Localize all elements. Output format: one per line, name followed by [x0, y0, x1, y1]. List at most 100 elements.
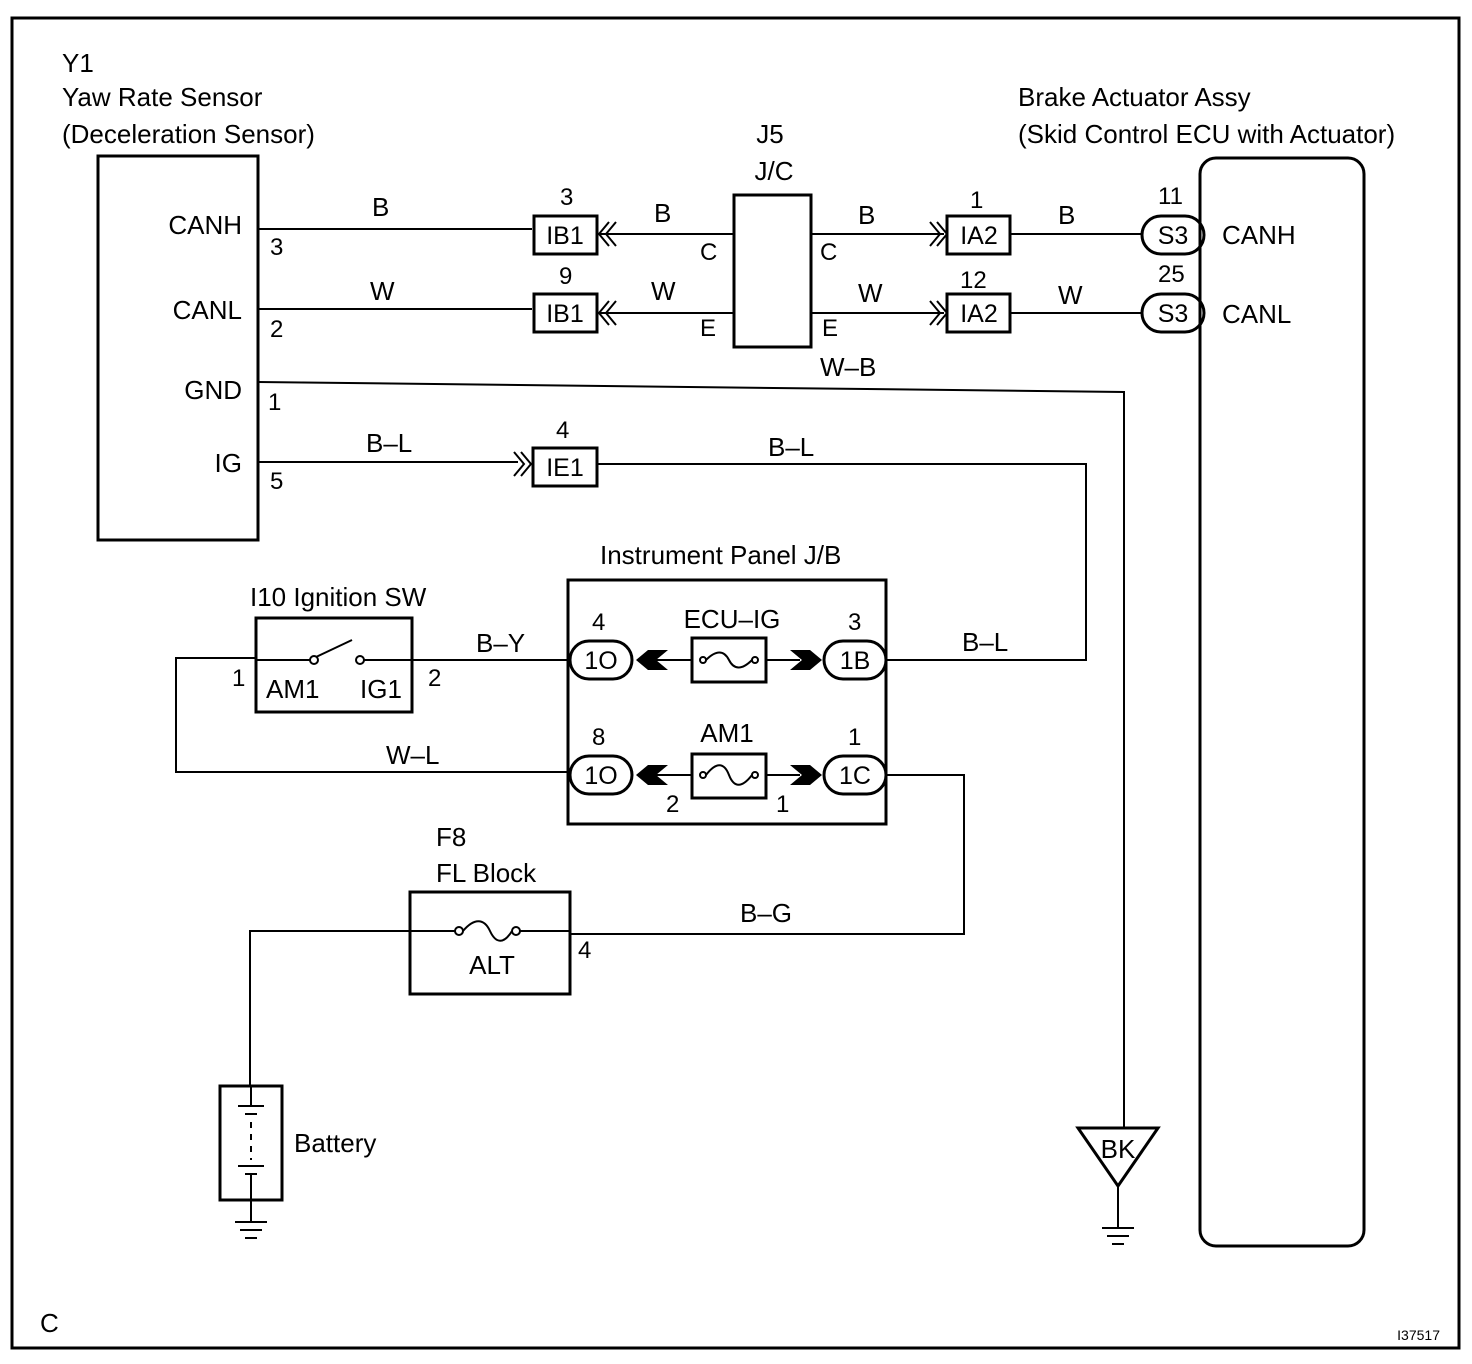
- ig-color-3: B–L: [962, 627, 1008, 657]
- ib1-top-connector: [532, 214, 599, 256]
- fusible-link-icon: [705, 764, 753, 786]
- diagram-frame: [10, 16, 1461, 1350]
- canh-color-1: B: [372, 192, 389, 222]
- jb-female-terminal-icon: [636, 765, 668, 785]
- actuator-term-canh: CANH: [1222, 220, 1296, 250]
- yaw-sensor-code: Y1: [62, 48, 94, 78]
- ig-color-1: B–L: [366, 428, 412, 458]
- wl-color: W–L: [386, 740, 439, 770]
- jb-female-terminal-icon: [636, 650, 668, 670]
- jb-conn-1o-bottom-label: 1O: [584, 762, 617, 790]
- ie1-label: IE1: [546, 454, 584, 482]
- canl-color-4: W: [1058, 280, 1083, 310]
- ground-point-label: BK: [1101, 1134, 1136, 1164]
- ignition-switch: I10 Ignition SW AM1 IG1 1 2 B–Y W–L: [175, 582, 570, 773]
- fusible-link-icon: [462, 920, 513, 942]
- figure-id: I37517: [1397, 1327, 1440, 1343]
- ia2-bottom-pin: 12: [960, 267, 987, 294]
- junction-name: J/C: [755, 156, 794, 186]
- s3-canl-connector: [1140, 292, 1206, 334]
- ignition-term-am1: AM1: [266, 674, 319, 704]
- canh-color-4: B: [1058, 200, 1075, 230]
- canh-color-2: B: [654, 198, 671, 228]
- instrument-panel-jb: Instrument Panel J/B 1O 4 ECU–IG 1B 3 1O…: [566, 540, 888, 826]
- by-color: B–Y: [476, 628, 525, 658]
- alt-fuse-contact-left: [454, 926, 464, 936]
- am1-inner-pin-right: 1: [776, 791, 789, 818]
- ie1-arrow-icon: [513, 451, 533, 477]
- ig-color-2: B–L: [768, 432, 814, 462]
- ib1-bottom-pin: 9: [559, 263, 572, 290]
- jb-conn-1c-pin: 1: [848, 724, 861, 751]
- ecu-ig-fuse-label: ECU–IG: [684, 604, 781, 634]
- yaw-term-ig: IG: [215, 448, 242, 478]
- fl-block-name: FL Block: [436, 858, 537, 888]
- jb-conn-1c-label: 1C: [839, 762, 871, 790]
- gnd-color: W–B: [820, 352, 876, 382]
- fl-block: F8 FL Block ALT 4: [249, 822, 591, 1086]
- actuator-name: Brake Actuator Assy: [1018, 82, 1251, 112]
- alt-fuse-contact-right: [511, 926, 521, 936]
- yaw-pin-gnd: 1: [268, 389, 281, 416]
- ignition-switch-blade: [315, 639, 353, 658]
- junction-left-pin-c: C: [700, 239, 717, 266]
- jb-conn-1b-label: 1B: [840, 647, 871, 675]
- battery-feed-wire: [249, 930, 410, 1086]
- ib1-bottom-label: IB1: [546, 300, 584, 328]
- yaw-sensor-body: [96, 154, 260, 542]
- jb-conn-1o-top: [568, 639, 634, 681]
- ignition-term-ig1: IG1: [360, 674, 402, 704]
- ignition-switch-body: [254, 616, 414, 714]
- canl-color-2: W: [651, 276, 676, 306]
- ecu-ig-fuse-contact-right: [751, 656, 759, 664]
- s3-canl-pin: 25: [1158, 261, 1185, 288]
- ie1-connector: [531, 446, 599, 488]
- bg-wire: [570, 774, 965, 935]
- yaw-sensor-subname: (Deceleration Sensor): [62, 119, 315, 149]
- brake-actuator: Brake Actuator Assy (Skid Control ECU wi…: [1018, 82, 1395, 1248]
- am1-fuse-label: AM1: [700, 718, 753, 748]
- am1-fuse-contact-right: [751, 771, 759, 779]
- ib1-top-label: IB1: [546, 222, 584, 250]
- bg-circuit: B–G: [570, 774, 965, 935]
- yaw-rate-sensor: Y1 Yaw Rate Sensor (Deceleration Sensor)…: [62, 48, 315, 542]
- jb-conn-1o-bottom: [568, 754, 634, 796]
- jb-conn-1b-pin: 3: [848, 609, 861, 636]
- fuse-icon: [705, 651, 753, 669]
- jb-conn-1o-top-label: 1O: [584, 647, 617, 675]
- battery-label: Battery: [294, 1128, 376, 1158]
- yaw-pin-ig: 5: [270, 468, 283, 495]
- actuator-term-canl: CANL: [1222, 299, 1291, 329]
- junction-code: J5: [756, 119, 783, 149]
- ecu-ig-fuse-contact-left: [699, 656, 707, 664]
- ie1-pin: 4: [556, 417, 569, 444]
- actuator-subname: (Skid Control ECU with Actuator): [1018, 119, 1395, 149]
- fl-block-pin: 4: [578, 937, 591, 964]
- junction-right-pin-e: E: [822, 315, 838, 342]
- canl-circuit: W IB1 9 W W IA2 12 W: [258, 263, 1142, 334]
- panel-jb-body: [566, 578, 888, 826]
- s3-canh-pin: 11: [1158, 183, 1183, 210]
- ib1-bottom-connector: [532, 292, 599, 334]
- fl-block-code: F8: [436, 822, 466, 852]
- am1-inner-pin-left: 2: [666, 791, 679, 818]
- s3-canh-label: S3: [1158, 222, 1189, 250]
- am1-fuse-contact-left: [699, 771, 707, 779]
- ignition-switch-contact-left: [309, 655, 319, 665]
- figure-letter: C: [40, 1308, 59, 1338]
- junction-connector-j5: J5 J/C C E C E: [700, 119, 838, 349]
- ignition-switch-contact-right: [355, 655, 365, 665]
- ig-circuit: B–L IE1 4 B–L B–L: [258, 417, 1087, 661]
- jb-conn-1o-top-pin: 4: [592, 609, 605, 636]
- junction-body: [732, 193, 813, 349]
- ia2-top-label: IA2: [960, 222, 998, 250]
- gnd-wire: [257, 381, 1125, 1128]
- ignition-switch-title: I10 Ignition SW: [250, 582, 427, 612]
- battery: Battery: [218, 1084, 376, 1239]
- jb-conn-1b: [822, 639, 888, 681]
- ib1-top-pin: 3: [560, 184, 573, 211]
- yaw-term-gnd: GND: [184, 375, 242, 405]
- canl-color-1: W: [370, 276, 395, 306]
- junction-right-pin-c: C: [820, 239, 837, 266]
